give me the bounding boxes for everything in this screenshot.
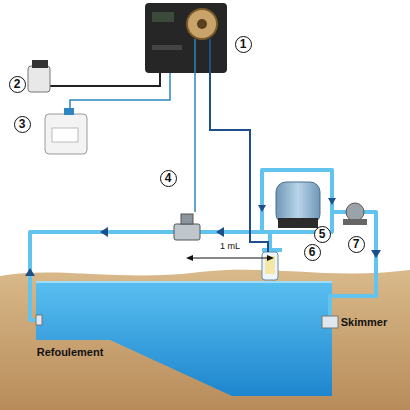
dosing-controller [145, 3, 227, 73]
callout-number: 3 [14, 116, 31, 133]
callout-number: 1 [235, 36, 252, 53]
chemical-canister [45, 108, 87, 154]
filter-tank [276, 182, 320, 228]
place-label: Refoulement [37, 347, 104, 358]
return-nozzle [36, 315, 42, 325]
callout-number: 4 [160, 170, 177, 187]
probe-holder [262, 252, 278, 280]
callout-number: 5 [314, 226, 331, 243]
ground [0, 270, 410, 410]
skimmer-mouth [322, 316, 338, 328]
dimension-label: 1 mL [220, 242, 240, 251]
callout-number: 6 [304, 244, 321, 261]
water-surface [36, 281, 332, 283]
pipe-loop [30, 170, 376, 320]
callout-number: 2 [9, 76, 26, 93]
pool-water [36, 282, 332, 396]
callout-number: 7 [348, 236, 365, 253]
place-label: Skimmer [341, 317, 387, 328]
pump [343, 203, 367, 225]
cables [36, 39, 268, 252]
injection-valve [174, 214, 200, 240]
power-plug [28, 60, 50, 92]
dimension-arrow [186, 255, 274, 261]
